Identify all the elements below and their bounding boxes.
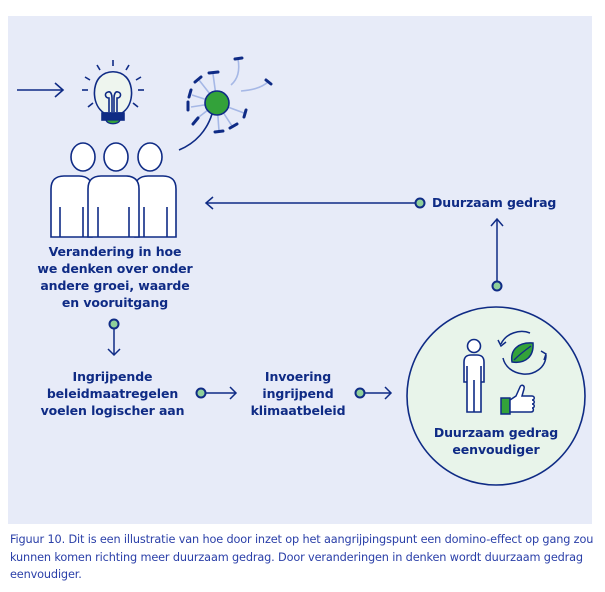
label-line: beleidmaatregelen — [46, 386, 179, 401]
label-line: klimaatbeleid — [250, 403, 346, 418]
connector-sustainable-to-thinking — [204, 196, 426, 210]
policy-measures-label: Ingrijpende beleidmaatregelen voelen log… — [40, 368, 185, 419]
label-line: andere groei, waarde — [40, 278, 190, 293]
label-line: Duurzaam gedrag — [432, 195, 557, 210]
label-line: we denken over onder — [37, 261, 193, 276]
thinking-label: Verandering in hoe we denken over onder … — [30, 243, 200, 311]
person-icon — [463, 338, 485, 413]
climate-policy-label: Invoering ingrijpend klimaatbeleid — [248, 368, 348, 419]
label-line: Duurzaam gedrag — [433, 425, 559, 440]
arrow-in-icon — [17, 82, 65, 98]
recycle-leaf-icon — [497, 330, 547, 375]
figure-caption: Figuur 10. Dit is een illustratie van ho… — [10, 533, 594, 581]
label-line: eenvoudiger — [452, 442, 540, 457]
people-group-icon — [50, 142, 177, 238]
connector-thinking-to-policy — [107, 318, 121, 357]
label-line: voelen logischer aan — [40, 403, 185, 418]
easier-behaviour-circle — [406, 306, 586, 486]
dandelion-icon — [178, 56, 273, 151]
connector-climate-to-easier — [354, 386, 393, 400]
label-line: Ingrijpende — [72, 369, 153, 384]
label-line: Verandering in hoe — [48, 244, 182, 259]
connector-easier-to-sustainable — [490, 217, 504, 292]
label-line: Invoering — [264, 369, 332, 384]
easier-behaviour-label: Duurzaam gedrag eenvoudiger — [428, 424, 564, 458]
thumbs-up-icon — [500, 384, 535, 415]
sustainable-behaviour-label: Duurzaam gedrag — [432, 194, 562, 211]
connector-policy-to-climate — [195, 386, 238, 400]
lightbulb-icon — [82, 60, 144, 125]
label-line: ingrijpend — [262, 386, 334, 401]
label-line: en vooruitgang — [61, 295, 169, 310]
